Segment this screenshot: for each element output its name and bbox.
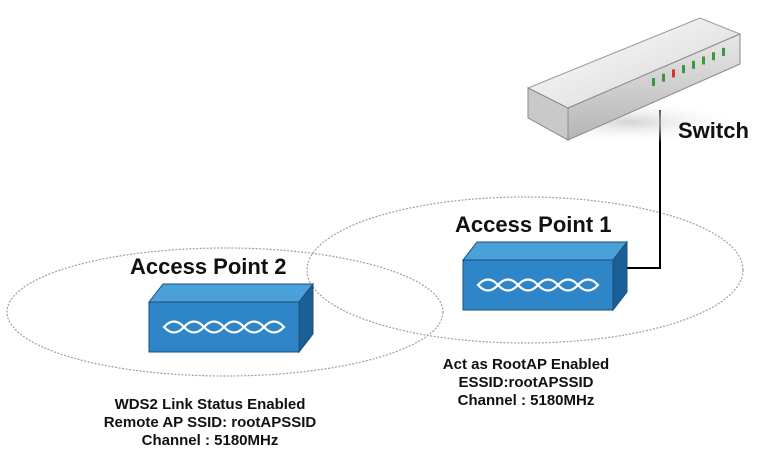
switch-port-led xyxy=(692,60,695,69)
antenna-wave-mark xyxy=(262,320,286,334)
antenna-wave-mark xyxy=(576,278,600,292)
switch-port-led xyxy=(702,56,705,65)
access-point-1-status: Act as RootAP Enabled ESSID:rootAPSSID C… xyxy=(420,356,632,410)
ap2-status-channel: Channel : 5180MHz xyxy=(141,432,279,449)
switch-port-led xyxy=(662,73,665,82)
switch-port-led xyxy=(652,78,655,86)
ap2-status-remote-ssid: Remote AP SSID: rootAPSSID xyxy=(103,414,317,431)
switch-port-led xyxy=(722,47,725,56)
access-point-2-label: Access Point 2 xyxy=(130,254,287,279)
ap1-status-channel: Channel : 5180MHz xyxy=(457,392,595,409)
access-point-1-label: Access Point 1 xyxy=(455,212,612,237)
switch-port-led xyxy=(712,52,715,61)
uplink-cable xyxy=(625,110,661,269)
switch-port-led xyxy=(682,65,685,74)
access-point-2-status: WDS2 Link Status Enabled Remote AP SSID:… xyxy=(60,396,360,450)
switch-port-led xyxy=(672,69,675,78)
access-point-2-icon xyxy=(147,282,315,354)
ap1-status-mode: Act as RootAP Enabled xyxy=(442,356,610,373)
ap1-status-essid: ESSID:rootAPSSID xyxy=(458,374,594,391)
network-switch-icon xyxy=(520,17,742,144)
ap2-coverage-ring xyxy=(6,247,444,377)
access-point-1-icon xyxy=(461,240,629,312)
ap2-status-link: WDS2 Link Status Enabled xyxy=(114,396,306,413)
ap1-coverage-ring xyxy=(306,196,744,344)
switch-label: Switch xyxy=(678,118,749,143)
